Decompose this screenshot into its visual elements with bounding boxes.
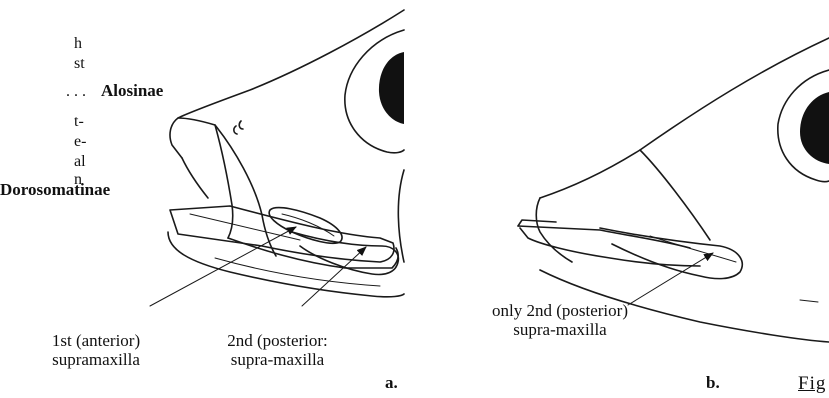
maxilla-b	[600, 228, 742, 279]
panel-label-a: a.	[385, 374, 398, 391]
head-b-dorsal-outline	[540, 38, 829, 198]
arrow-posterior-b	[628, 253, 713, 305]
label-anterior-line2: supramaxilla	[36, 351, 156, 370]
panel-label-b: b.	[706, 374, 720, 391]
head-a-opercle	[398, 170, 404, 262]
arrow-posterior-a	[302, 247, 366, 306]
key-fragment-2: st	[74, 56, 85, 72]
label-posterior-supramaxilla-a: 2nd (posterior: supra-maxilla	[210, 332, 345, 369]
key-fragment-1: h	[74, 36, 82, 52]
key-fragment-5: al	[74, 154, 86, 170]
maxilla-a	[228, 238, 398, 268]
upper-jaw-b	[520, 228, 700, 266]
label-posterior-supramaxilla-b: only 2nd (posterior) supra-maxilla	[466, 302, 654, 339]
taxon-alosinae: Alosinae	[101, 82, 163, 99]
fish-head-b	[518, 38, 829, 342]
head-a-cheek	[215, 125, 276, 256]
head-b-cheek	[640, 150, 710, 240]
label-anterior-line1: 1st (anterior)	[36, 332, 156, 351]
label-anterior-supramaxilla: 1st (anterior) supramaxilla	[36, 332, 156, 369]
key-fragment-3: t-	[74, 114, 84, 130]
key-fragment-4: e-	[74, 134, 86, 150]
label-posterior-a-line2: supra-maxilla	[210, 351, 345, 370]
head-a-snout	[178, 118, 233, 238]
label-posterior-a-line1: 2nd (posterior:	[210, 332, 345, 351]
key-leader-dots: . . .	[66, 84, 86, 100]
label-posterior-b-line2: supra-maxilla	[466, 321, 654, 340]
eye-a	[345, 30, 404, 153]
fish-head-a	[150, 10, 404, 306]
eye-b	[778, 70, 829, 182]
taxon-dorosomatinae: Dorosomatinae	[0, 181, 110, 198]
lower-jaw-a-underside	[168, 232, 404, 297]
figure-caption: Fig	[798, 374, 826, 393]
arrow-anterior	[150, 227, 296, 306]
head-b-snout	[536, 198, 572, 262]
nostril	[234, 121, 243, 134]
label-posterior-b-line1: only 2nd (posterior)	[466, 302, 654, 321]
head-a-dorsal-outline	[170, 10, 404, 158]
